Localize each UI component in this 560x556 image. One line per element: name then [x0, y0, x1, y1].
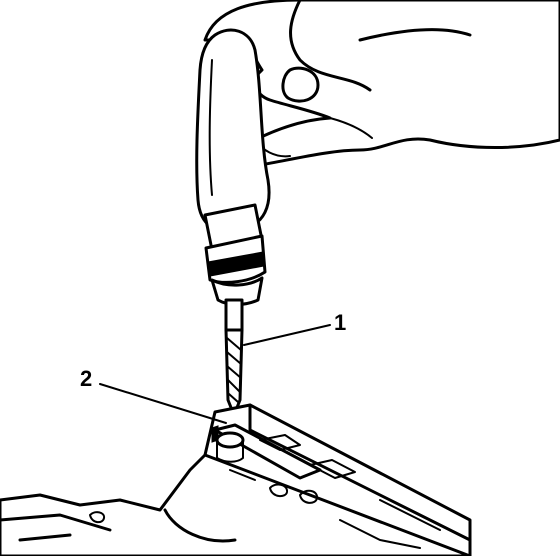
engine-block [0, 403, 472, 556]
drill-chuck [204, 234, 267, 306]
leader-line-1 [243, 324, 331, 346]
leader-line-2 [99, 383, 227, 424]
callout-2: 2 [80, 366, 92, 391]
bolt-hole [211, 425, 245, 463]
drill-handle [195, 28, 271, 252]
callout-1: 1 [334, 310, 346, 335]
